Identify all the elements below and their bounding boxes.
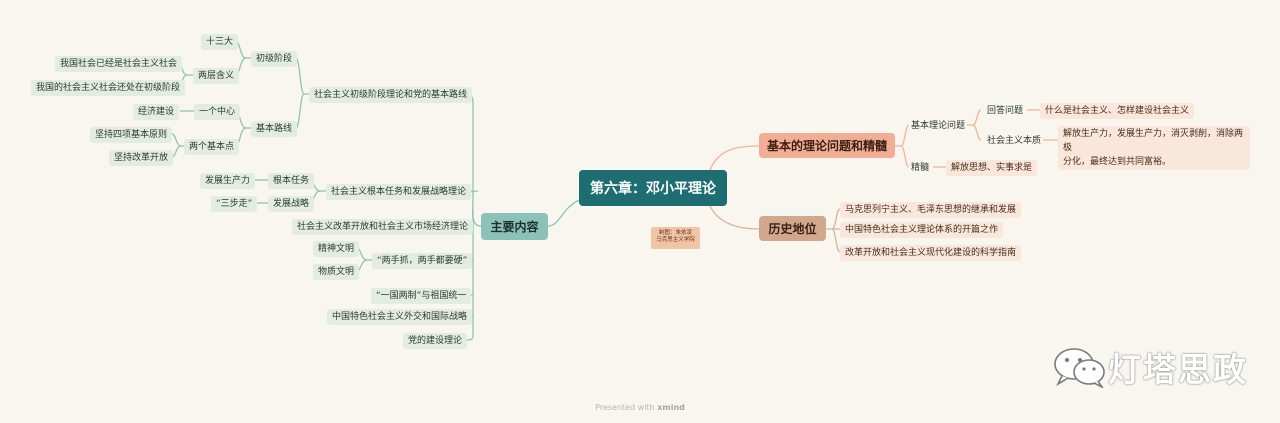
topic-economic-construction[interactable]: 经济建设 <box>133 104 180 120</box>
note-line-1: 制图：朱依凌 <box>658 230 692 236</box>
topic-market-economy-theory[interactable]: 社会主义改革开放和社会主义市场经济理论 <box>292 219 474 235</box>
topic-three-steps[interactable]: “三步走” <box>211 196 258 212</box>
watermark: 灯塔思政 <box>1052 343 1248 391</box>
topic-two-meanings[interactable]: 两层含义 <box>193 68 240 84</box>
topic-history-item-3[interactable]: 改革开放和社会主义现代化建设的科学指南 <box>840 245 1022 261</box>
topic-primary-stage-theory[interactable]: 社会主义初级阶段理论和党的基本路线 <box>309 87 473 103</box>
topic-one-country-two-systems[interactable]: “一国两制”与祖国统一 <box>371 288 472 304</box>
root-topic[interactable]: 第六章：邓小平理论 <box>579 170 727 206</box>
topic-essence-definition[interactable]: 解放生产力，发展生产力，消灭剥削，消除两极 分化，最终达到共同富裕。 <box>1058 126 1250 170</box>
topic-meaning-b[interactable]: 我国的社会主义社会还处在初级阶段 <box>31 80 186 96</box>
topic-spiritual-civilization[interactable]: 精神文明 <box>313 241 360 257</box>
presented-with-footer: Presented with xmind <box>0 403 1280 412</box>
topic-primary-stage[interactable]: 初级阶段 <box>251 51 298 67</box>
topic-fundamental-task-theory[interactable]: 社会主义根本任务和发展战略理论 <box>326 184 472 200</box>
wechat-icon <box>1054 348 1105 388</box>
author-note: 制图：朱依凌 马克思主义学院 <box>651 227 700 249</box>
topic-basic-line[interactable]: 基本路线 <box>251 121 298 137</box>
topic-answer-question[interactable]: 回答问题 <box>987 106 1024 116</box>
topic-develop-productivity[interactable]: 发展生产力 <box>200 173 256 189</box>
footer-brand: xmind <box>657 403 685 412</box>
topic-fundamental-task[interactable]: 根本任务 <box>268 173 315 189</box>
topic-reform-opening[interactable]: 坚持改革开放 <box>109 150 174 166</box>
topic-basic-theory-question[interactable]: 基本理论问题 <box>911 121 966 131</box>
topic-party-building[interactable]: 党的建设理论 <box>403 333 468 349</box>
topic-diplomacy[interactable]: 中国特色社会主义外交和国际战略 <box>327 309 473 325</box>
topic-two-hands[interactable]: “两手抓，两手都要硬” <box>372 253 473 269</box>
topic-history-item-2[interactable]: 中国特色社会主义理论体系的开篇之作 <box>840 222 1004 238</box>
footer-prefix: Presented with <box>595 403 655 412</box>
topic-main-content[interactable]: 主要内容 <box>481 213 548 240</box>
note-line-2: 马克思主义学院 <box>656 237 695 243</box>
topic-13th-congress[interactable]: 十三大 <box>201 34 239 50</box>
topic-development-strategy[interactable]: 发展战略 <box>268 196 315 212</box>
topic-meaning-a[interactable]: 我国社会已经是社会主义社会 <box>55 56 183 72</box>
topic-history-item-1[interactable]: 马克思列宁主义、毛泽东思想的继承和发展 <box>840 202 1022 218</box>
topic-two-basic-points[interactable]: 两个基本点 <box>184 139 240 155</box>
topic-four-principles[interactable]: 坚持四项基本原则 <box>90 127 173 143</box>
topic-emancipate-mind[interactable]: 解放思想、实事求是 <box>946 160 1038 176</box>
topic-what-is-socialism[interactable]: 什么是社会主义、怎样建设社会主义 <box>1040 103 1195 119</box>
essence-line-1: 解放生产力，发展生产力，消灭剥削，消除两极 <box>1063 129 1244 153</box>
topic-essence-soul[interactable]: 精髓 <box>911 163 930 173</box>
topic-one-center[interactable]: 一个中心 <box>194 104 241 120</box>
watermark-text: 灯塔思政 <box>1108 350 1248 389</box>
topic-basic-questions[interactable]: 基本的理论问题和精髓 <box>759 133 895 158</box>
essence-line-2: 分化，最终达到共同富裕。 <box>1063 157 1172 167</box>
topic-socialism-essence[interactable]: 社会主义本质 <box>987 136 1042 146</box>
topic-historical-status[interactable]: 历史地位 <box>759 216 826 241</box>
topic-material-civilization[interactable]: 物质文明 <box>313 264 360 280</box>
